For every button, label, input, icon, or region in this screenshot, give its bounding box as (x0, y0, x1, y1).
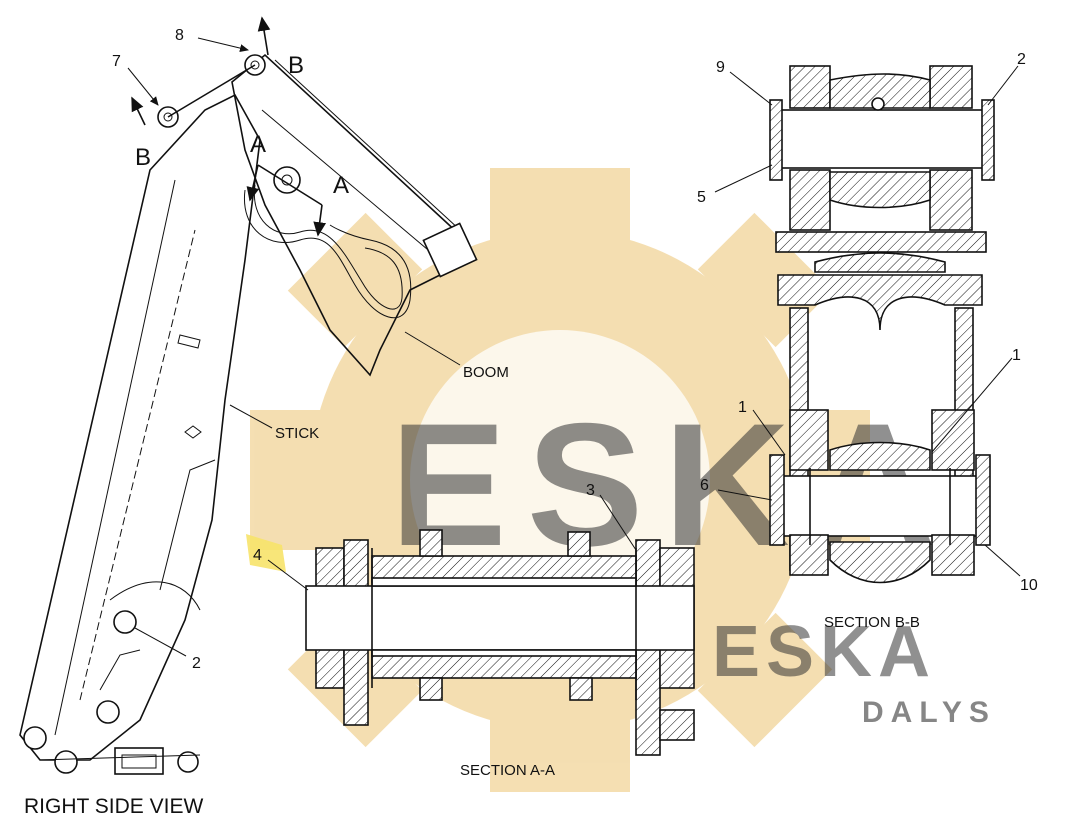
callout-7: 7 (112, 53, 121, 70)
callout-10: 10 (1020, 577, 1038, 594)
watermark-brand-small: ESKA (712, 612, 936, 692)
right-side-view-title: RIGHT SIDE VIEW (24, 795, 203, 818)
right-side-view: 7 8 B B A A BOOM STICK 2 RIGHT SIDE VIEW (19, 16, 509, 818)
watermark-brand-secondary: DALYS (862, 696, 996, 729)
callout-3: 3 (586, 482, 595, 499)
section-letter-a-left: A (250, 131, 266, 158)
callout-6: 6 (700, 477, 709, 494)
section-letter-a-right: A (333, 172, 349, 199)
callout-1-left: 1 (738, 399, 747, 416)
callout-5: 5 (697, 189, 706, 206)
boom-outline (231, 53, 472, 377)
callout-2-side-view: 2 (192, 655, 201, 672)
callout-4: 4 (253, 547, 262, 564)
section-letter-b-left: B (135, 144, 151, 171)
section-cut-a (246, 164, 327, 237)
callout-9: 9 (716, 59, 725, 76)
callout-4-highlight (246, 534, 286, 572)
stick-label: STICK (275, 425, 319, 442)
stick-outline (19, 93, 261, 761)
section-aa-title: SECTION A-A (460, 762, 555, 779)
boom-label: BOOM (463, 364, 509, 381)
pin-circles (23, 54, 301, 774)
callout-1-right: 1 (1012, 347, 1021, 364)
section-bb: 9 2 5 1 1 6 10 SECTION B-B (697, 51, 1038, 631)
section-cut-b (131, 16, 271, 126)
callout-8: 8 (175, 27, 184, 44)
section-letter-b-right: B (288, 52, 304, 79)
section-aa: 3 4 SECTION A-A (246, 482, 695, 779)
section-bb-title: SECTION B-B (824, 614, 920, 631)
callout-2-section-bb: 2 (1017, 51, 1026, 68)
